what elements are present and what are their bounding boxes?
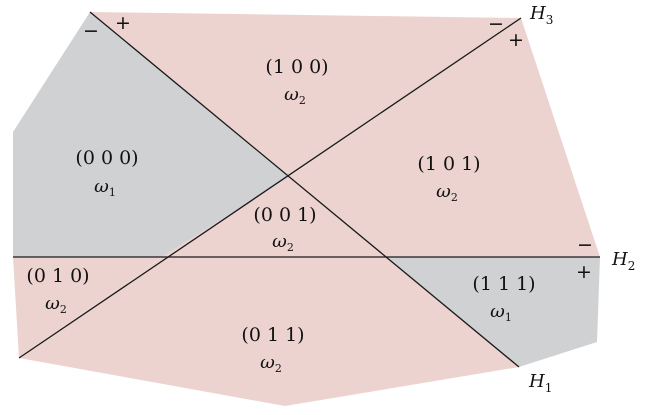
region-010-fill (13, 257, 162, 358)
region-class: ω1 (94, 176, 116, 199)
region-code: (1 0 0) (265, 56, 328, 78)
region-011-fill (19, 257, 519, 406)
region-001-fill (162, 177, 386, 257)
h1-minus-sign: − (83, 20, 99, 42)
region-011-label: (0 1 1) ω2 (241, 324, 304, 375)
region-000-fill (13, 12, 289, 257)
region-class: ω2 (284, 84, 306, 107)
region-code: (1 1 1) (472, 273, 535, 295)
region-111-label: (1 1 1) ω1 (472, 273, 535, 324)
region-010-label: (0 1 0) ω2 (26, 265, 89, 316)
hyperplane-h1-label: H1 (528, 371, 552, 395)
hyperplane-h1-line (89, 11, 520, 368)
hyperplane-h3-label: H3 (529, 3, 553, 27)
hyperplane-h3-line (18, 17, 522, 359)
region-100-label: (1 0 0) ω2 (265, 56, 328, 107)
region-code: (0 1 1) (241, 324, 304, 346)
h2-plus-sign: + (576, 261, 592, 283)
region-code: (0 0 0) (75, 147, 138, 169)
region-class: ω2 (436, 181, 458, 204)
h3-minus-sign: − (488, 13, 504, 35)
region-class: ω1 (490, 301, 512, 324)
region-100-fill (90, 12, 521, 177)
region-111-fill (386, 257, 600, 367)
region-code: (0 1 0) (26, 265, 89, 287)
region-001-label: (0 0 1) ω2 (253, 204, 316, 254)
region-class: ω2 (272, 231, 294, 254)
h2-minus-sign: − (577, 234, 593, 256)
h3-plus-sign: + (508, 29, 524, 51)
region-000-label: (0 0 0) ω1 (75, 147, 138, 199)
region-101-fill (289, 18, 600, 257)
h1-plus-sign: + (115, 12, 131, 34)
hyperplane-h2-label: H2 (611, 249, 635, 273)
region-class: ω2 (260, 352, 282, 375)
region-class: ω2 (45, 293, 67, 316)
region-code: (0 0 1) (253, 204, 316, 226)
region-101-label: (1 0 1) ω2 (417, 153, 480, 204)
region-code: (1 0 1) (417, 153, 480, 175)
